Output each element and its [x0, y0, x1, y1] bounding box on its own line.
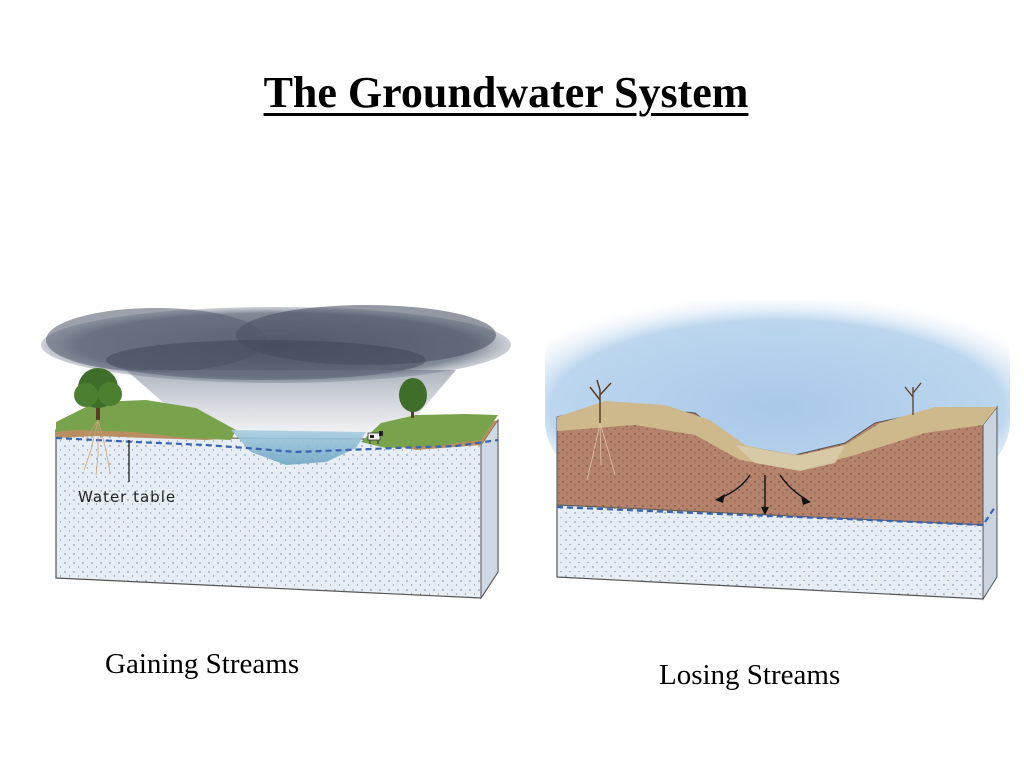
- page-title: The Groundwater System: [263, 68, 749, 118]
- ground-surface-right: [361, 414, 498, 448]
- water-table-line: [55, 436, 499, 454]
- roots: [83, 419, 111, 476]
- caption-losing-streams: Losing Streams: [659, 659, 841, 691]
- roots: [586, 422, 616, 481]
- caption-gaining-streams: Gaining Streams: [105, 648, 300, 680]
- tree-right: [399, 378, 427, 418]
- bare-tree-left: [589, 379, 612, 423]
- water-table-line: [556, 505, 996, 527]
- losing-stream-diagram: [545, 295, 1015, 610]
- gaining-stream-illustration: Water table: [41, 305, 511, 600]
- tree-left: [74, 368, 122, 420]
- losing-stream-illustration: [545, 300, 1010, 601]
- dry-ground-surface: [557, 401, 997, 470]
- cow: [367, 431, 383, 444]
- aquifer-right-side: [480, 418, 499, 600]
- gaining-stream-diagram: Water table: [36, 290, 516, 610]
- stream-water: [231, 430, 366, 465]
- water-table-label: Water table: [78, 488, 176, 506]
- block-right-side: [982, 405, 998, 601]
- bare-tree-right: [904, 382, 922, 415]
